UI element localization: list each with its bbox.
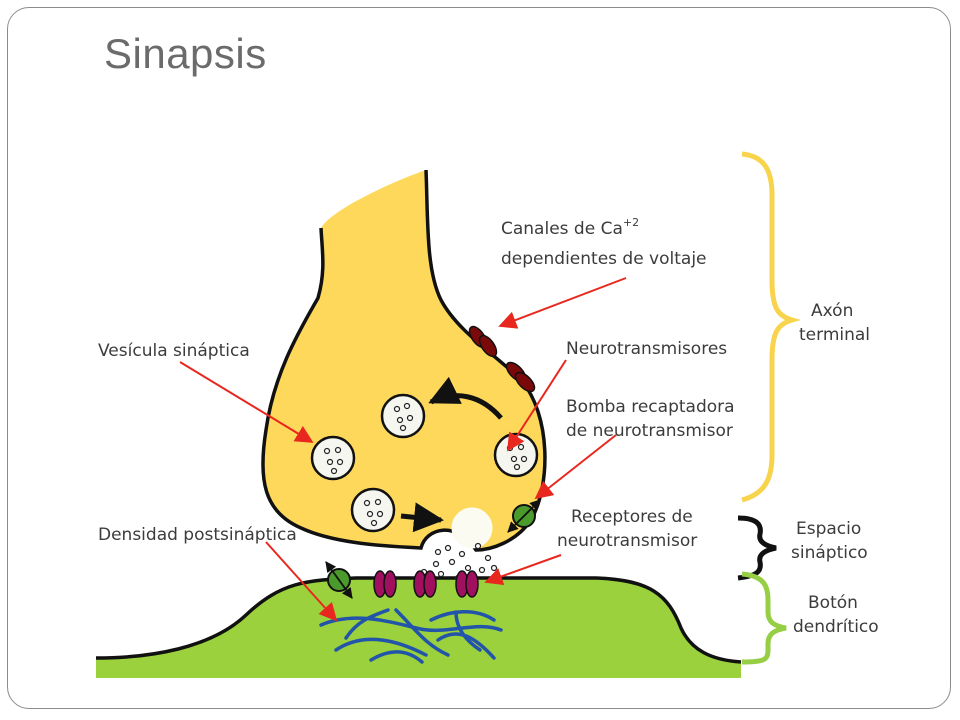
postsynaptic-filaments [319,608,503,664]
dendritic-button-brace [741,571,787,665]
calcium-channels [468,325,536,393]
label-axon-terminal-line2: terminal [799,325,870,345]
neurotransmitter-receptors [373,570,479,598]
vesicle-cycle-arrow [428,376,503,420]
label-synaptic-vesicle: Vesícula sináptica [98,341,250,361]
synapse-svg: Canales de Ca+2 dependientes de voltaje … [96,151,879,678]
label-postsynaptic-density: Densidad postsináptica [98,525,297,545]
label-dendritic-button: Botón [808,593,858,613]
label-receptors: Receptores de [571,507,693,527]
pump-dendrite-arrow [325,561,353,599]
label-axon-terminal: Axón [811,301,853,321]
label-reuptake-pump: Bomba recaptadora [566,397,735,417]
label-calcium-channels-line2: dependientes de voltaje [501,249,707,269]
pump-axon-arrow [507,499,541,533]
label-receptors-line2: neurotransmisor [557,531,697,551]
label-synaptic-cleft: Espacio [796,519,861,539]
label-synaptic-cleft-line2: sináptico [791,543,868,563]
label-neurotransmitters: Neurotransmisores [566,339,727,359]
synapse-diagram: Canales de Ca+2 dependientes de voltaje … [96,150,896,678]
label-dendritic-button-line2: dendrítico [793,617,879,637]
axon-terminal-brace [741,151,802,503]
synaptic-cleft-brace [737,515,777,581]
fusing-vesicle [451,507,493,549]
label-reuptake-pump-line2: de neurotransmisor [566,421,733,441]
vesicle-release-arrow [400,502,444,533]
slide-title: Sinapsis [104,30,267,77]
label-arrows [179,277,627,622]
synaptic-vesicles [310,393,539,533]
label-calcium-channels: Canales de Ca+2 [501,216,639,239]
